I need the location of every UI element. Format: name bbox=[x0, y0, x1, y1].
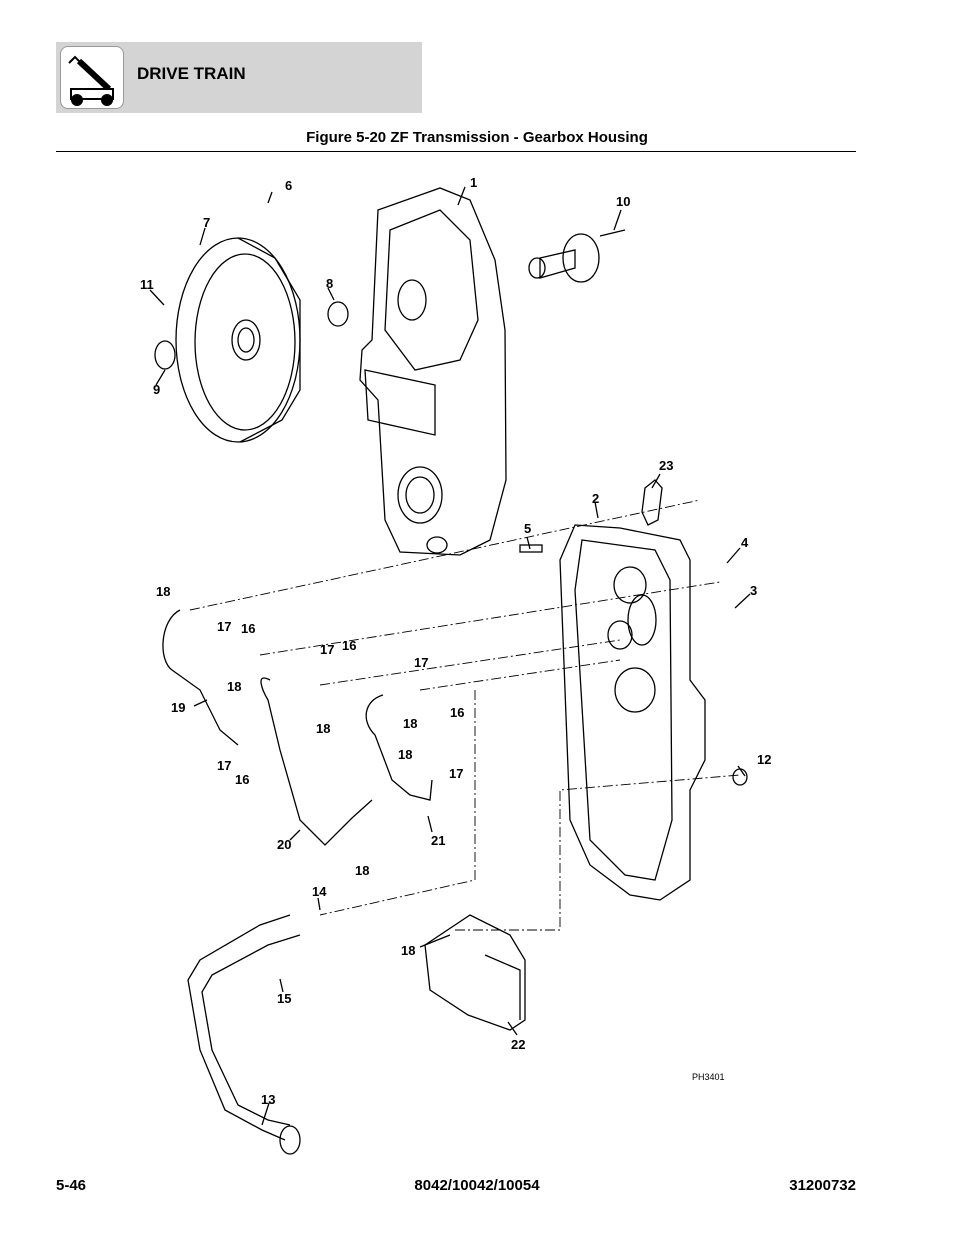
guard-part bbox=[424, 914, 526, 1031]
callout-label: 5 bbox=[524, 521, 531, 536]
callout-label: 17 bbox=[449, 766, 463, 781]
callout-label: 11 bbox=[140, 277, 154, 292]
callout-label: 1 bbox=[470, 175, 477, 190]
model-numbers: 8042/10042/10054 bbox=[414, 1177, 540, 1194]
callout-labels: 1 2 3 4 5 6 7 8 9 10 11 12 13 14 15 16 1… bbox=[140, 175, 771, 1107]
callout-label: 18 bbox=[227, 679, 241, 694]
callout-label: 15 bbox=[277, 991, 291, 1006]
housing-part bbox=[359, 187, 507, 556]
drive-train-icon bbox=[60, 46, 124, 109]
callout-label: 21 bbox=[431, 833, 445, 848]
tube-21 bbox=[365, 694, 433, 801]
plug-part-12 bbox=[732, 768, 748, 786]
callout-label: 18 bbox=[398, 747, 412, 762]
callout-label: 16 bbox=[450, 705, 464, 720]
seal-part bbox=[154, 340, 176, 370]
callout-label: 7 bbox=[203, 215, 210, 230]
callout-label: 6 bbox=[285, 178, 292, 193]
tube-19 bbox=[162, 609, 239, 746]
section-title: DRIVE TRAIN bbox=[137, 64, 246, 83]
figure-title: Figure 5-20 ZF Transmission - Gearbox Ho… bbox=[306, 129, 648, 146]
callout-label: 16 bbox=[235, 772, 249, 787]
callout-label: 2 bbox=[592, 491, 599, 506]
tube-13 bbox=[187, 914, 291, 1141]
callout-label: 10 bbox=[616, 194, 630, 209]
callout-label: 3 bbox=[750, 583, 757, 598]
page-number: 5-46 bbox=[56, 1177, 87, 1194]
callout-label: 16 bbox=[342, 638, 356, 653]
callout-label: 17 bbox=[320, 642, 334, 657]
shaft-part bbox=[528, 229, 626, 283]
callout-label: 18 bbox=[316, 721, 330, 736]
callout-label: 18 bbox=[156, 584, 170, 599]
section-header: DRIVE TRAIN bbox=[56, 42, 422, 113]
title-rule bbox=[56, 151, 856, 152]
callout-label: 14 bbox=[312, 884, 327, 899]
callout-label: 16 bbox=[241, 621, 255, 636]
tube-20 bbox=[260, 677, 373, 846]
callout-label: 18 bbox=[401, 943, 415, 958]
callout-label: 8 bbox=[326, 276, 333, 291]
callout-label: 18 bbox=[403, 716, 417, 731]
cover-part bbox=[175, 237, 301, 443]
callout-label: 20 bbox=[277, 837, 291, 852]
callout-label: 17 bbox=[414, 655, 428, 670]
bracket-part bbox=[641, 479, 663, 526]
callout-label: 9 bbox=[153, 382, 160, 397]
plug-part bbox=[327, 301, 349, 327]
callout-label: 19 bbox=[171, 700, 185, 715]
callout-label: 18 bbox=[355, 863, 369, 878]
exploded-parts-diagram: 1 2 3 4 5 6 7 8 9 10 11 12 13 14 15 16 1… bbox=[140, 175, 771, 1155]
callout-label: 22 bbox=[511, 1037, 525, 1052]
gearbox-housing-part bbox=[559, 524, 706, 901]
pin-part bbox=[519, 544, 543, 553]
document-number: 31200732 bbox=[789, 1177, 856, 1194]
callout-label: 13 bbox=[261, 1092, 275, 1107]
callout-label: 17 bbox=[217, 758, 231, 773]
callout-label: 12 bbox=[757, 752, 771, 767]
callout-label: 4 bbox=[741, 535, 749, 550]
callout-label: 17 bbox=[217, 619, 231, 634]
callout-label: 23 bbox=[659, 458, 673, 473]
image-id-label: PH3401 bbox=[692, 1072, 725, 1082]
